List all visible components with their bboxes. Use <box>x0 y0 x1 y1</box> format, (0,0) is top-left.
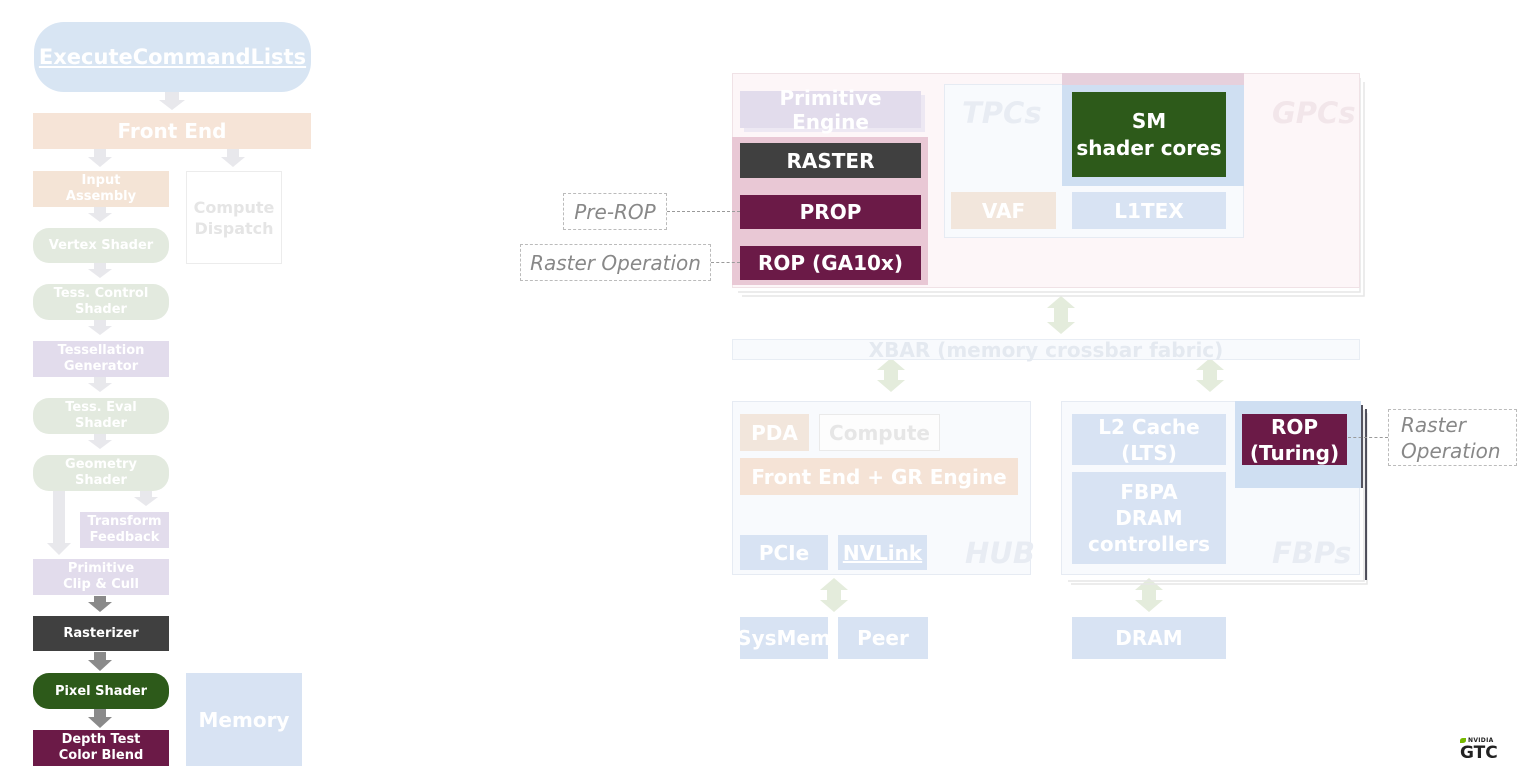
raster-operation-left-leader <box>711 262 740 263</box>
nvidia-gtc-logo: NVIDIA GTC <box>1460 737 1504 767</box>
fbpa-dram-controllers: FBPA DRAM controllers <box>1072 472 1226 564</box>
hub-label: HUB <box>965 536 1035 570</box>
xbar-fabric: XBAR (memory crossbar fabric) <box>732 338 1360 362</box>
tess-eval-shader-stage: Tess. Eval Shader <box>33 398 169 434</box>
rop-ga10x-unit: ROP (GA10x) <box>740 246 921 280</box>
tess-control-shader-stage: Tess. Control Shader <box>33 284 169 320</box>
rasterizer-stage: Rasterizer <box>33 616 169 651</box>
rop-turing-unit: ROP (Turing) <box>1242 414 1347 465</box>
transform-feedback-stage: Transform Feedback <box>80 512 169 548</box>
pixel-shader-stage: Pixel Shader <box>33 673 169 709</box>
raster-operation-note-right: Raster Operation <box>1388 409 1517 466</box>
nvlink-unit: NVLink <box>838 535 927 570</box>
prop-unit: PROP <box>740 195 921 229</box>
pipeline-faded-arrows <box>47 92 245 555</box>
compute-dispatch-stage: Compute Dispatch <box>186 171 282 264</box>
gpcs-label: GPCs <box>1272 96 1356 130</box>
fbps-label: FBPs <box>1272 536 1352 570</box>
gpu-link-arrows <box>820 296 1224 612</box>
primitive-clip-cull-stage: Primitive Clip & Cull <box>33 559 169 595</box>
front-end-gr-engine: Front End + GR Engine <box>740 458 1018 495</box>
dram-unit: DRAM <box>1072 617 1226 659</box>
execute-command-lists: ExecuteCommandLists <box>34 22 311 92</box>
pcie-unit: PCIe <box>740 535 828 570</box>
primitive-engine: Primitive Engine <box>740 86 921 134</box>
pipeline-active-arrows <box>88 596 112 728</box>
pda-unit: PDA <box>740 414 809 451</box>
raster-unit: RASTER <box>740 143 921 178</box>
sm-shader-cores: SM shader cores <box>1072 92 1226 177</box>
geometry-shader-stage: Geometry Shader <box>33 455 169 491</box>
front-end-stage: Front End <box>33 113 311 149</box>
logo-brand: NVIDIA <box>1468 737 1494 744</box>
depth-test-color-blend-stage: Depth Test Color Blend <box>33 730 169 766</box>
memory-block: Memory <box>186 673 302 766</box>
logo-event: GTC <box>1460 743 1498 763</box>
compute-unit: Compute <box>819 414 940 451</box>
raster-operation-note-left: Raster Operation <box>520 244 711 281</box>
tessellation-generator-stage: Tessellation Generator <box>33 341 169 377</box>
sysmem-unit: SysMem <box>737 617 831 659</box>
pre-rop-leader <box>667 211 740 212</box>
nvidia-eye-icon <box>1460 738 1466 743</box>
l1tex-unit: L1TEX <box>1072 192 1226 229</box>
input-assembly-stage: Input Assembly <box>33 171 169 207</box>
tpcs-label: TPCs <box>962 96 1042 130</box>
peer-unit: Peer <box>838 617 928 659</box>
pre-rop-note: Pre-ROP <box>563 193 667 230</box>
raster-operation-right-leader <box>1348 437 1388 438</box>
l2-cache-unit: L2 Cache (LTS) <box>1072 414 1226 465</box>
vertex-shader-stage: Vertex Shader <box>33 228 169 263</box>
vaf-unit: VAF <box>951 192 1056 229</box>
